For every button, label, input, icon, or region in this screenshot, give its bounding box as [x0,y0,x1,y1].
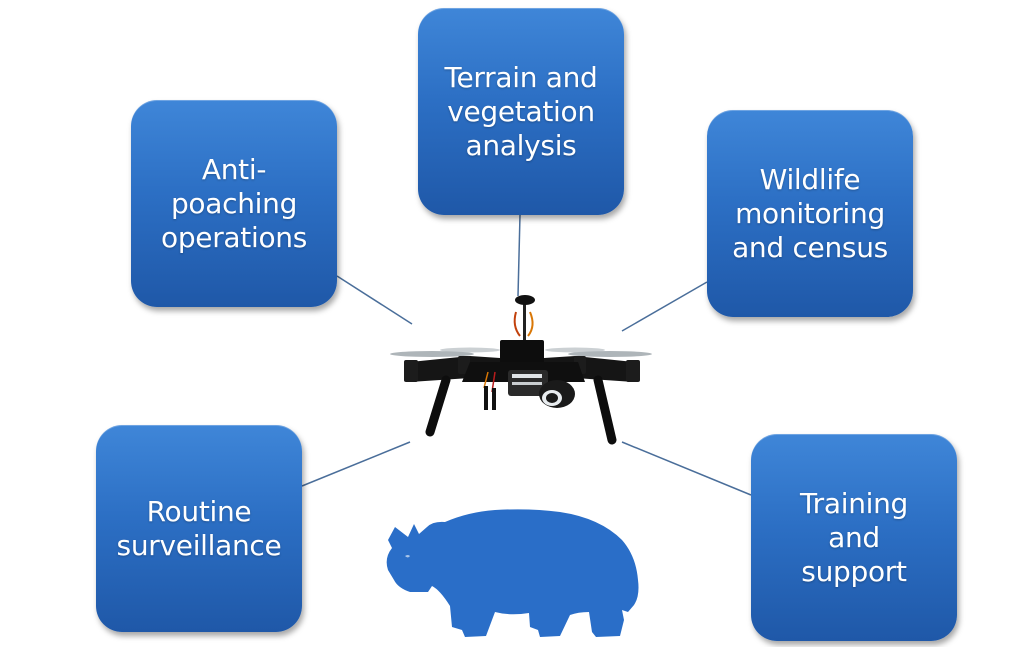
box-training-support: Training and support [751,434,957,641]
connector-bottom-left [301,441,411,487]
box-label: Wildlife monitoring and census [732,162,888,264]
connector-left [336,275,413,325]
connector-right [621,281,708,332]
box-label: Routine surveillance [116,494,282,562]
box-wildlife-monitoring-census: Wildlife monitoring and census [707,110,913,317]
connector-top [517,214,521,297]
connector-bottom-right [621,441,752,496]
box-anti-poaching-operations: Anti- poaching operations [131,100,337,307]
box-label: Terrain and vegetation analysis [444,60,598,162]
box-routine-surveillance: Routine surveillance [96,425,302,632]
box-terrain-vegetation-analysis: Terrain and vegetation analysis [418,8,624,215]
box-label: Training and support [799,486,909,588]
box-label: Anti- poaching operations [160,152,308,254]
